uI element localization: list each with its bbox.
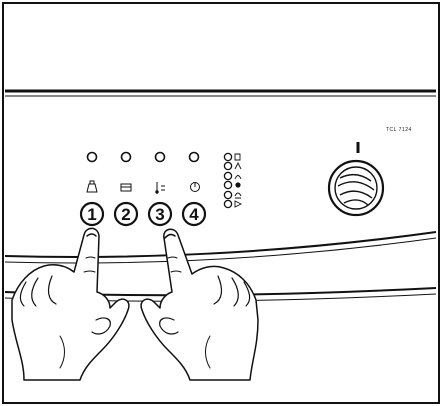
indicator-light-1 [223, 152, 233, 162]
panel-bottom-inner-edge [4, 237, 437, 264]
button-1-number: 1 [87, 205, 96, 224]
extra-rinse-icon [120, 183, 132, 192]
indicator-symbol-6 [234, 200, 243, 208]
dial-grip-lines [337, 173, 375, 206]
model-label: TCL 7124 [386, 127, 412, 133]
indicator-symbol-3 [234, 175, 242, 180]
button-4-number: 4 [189, 205, 199, 224]
indicator-light-3 [223, 171, 233, 181]
indicator-symbol-4-active [235, 182, 241, 188]
button-dots [86, 151, 200, 163]
button-1[interactable]: 1 [79, 201, 105, 227]
left-hand [11, 227, 130, 381]
indicator-light-2 [223, 161, 233, 171]
temperature-icon [155, 182, 165, 194]
indicator-lights [223, 152, 243, 209]
program-selector-dial[interactable] [327, 142, 385, 217]
button-2[interactable]: 2 [113, 201, 139, 227]
indicator-symbol-5 [234, 192, 242, 199]
button-symbols [86, 180, 200, 194]
button-dot-2 [120, 151, 132, 163]
indicator-symbol-2 [234, 161, 242, 170]
button-dot-1 [86, 151, 98, 163]
indicator-light-5 [223, 190, 233, 200]
start-pause-icon [190, 182, 200, 192]
panel-bottom-edge [4, 231, 437, 258]
indicator-light-4 [223, 180, 233, 190]
numbered-buttons[interactable]: 1 2 3 4 [79, 201, 207, 227]
prewash-icon [86, 180, 98, 193]
button-2-number: 2 [121, 205, 130, 224]
button-3-number: 3 [155, 205, 164, 224]
right-hand [140, 228, 259, 381]
button-dot-3 [154, 151, 166, 163]
indicator-light-6 [223, 199, 233, 209]
button-dot-4 [188, 151, 200, 163]
indicator-symbol-1 [234, 153, 241, 161]
button-4[interactable]: 4 [181, 201, 207, 227]
button-3[interactable]: 3 [147, 201, 173, 227]
